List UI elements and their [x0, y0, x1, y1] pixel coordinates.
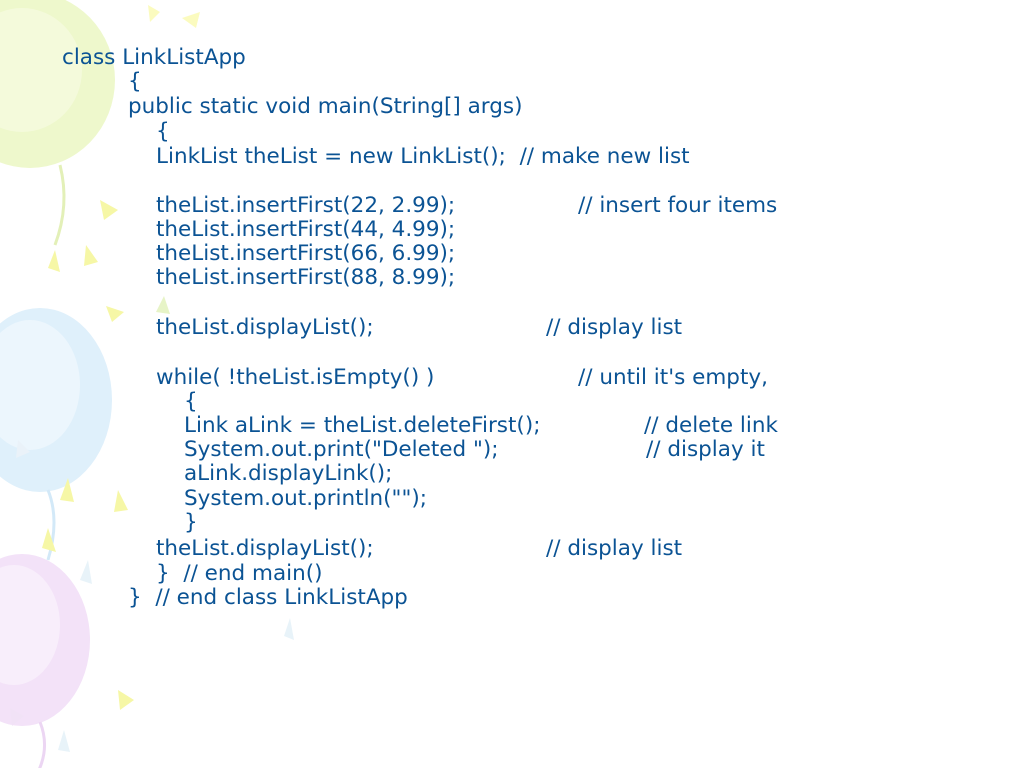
code-line: } — [184, 510, 198, 535]
code-line: { — [184, 389, 198, 414]
code-line: } // end class LinkListApp — [128, 585, 408, 610]
code-line: theList.insertFirst(66, 6.99); — [156, 241, 456, 266]
confetti-icon — [10, 5, 294, 752]
code-line: { — [128, 69, 142, 94]
code-comment: // display list — [546, 536, 683, 561]
code-line: LinkList theList = new LinkList(); // ma… — [156, 144, 690, 169]
code-line: theList.displayList(); — [156, 536, 374, 561]
code-line: System.out.println(""); — [184, 486, 427, 511]
code-line: Link aLink = theList.deleteFirst(); — [184, 413, 541, 438]
code-line: } // end main() — [156, 561, 323, 586]
code-line: class LinkListApp — [62, 45, 246, 70]
purple-balloon-icon — [0, 554, 90, 768]
code-line: { — [156, 119, 170, 144]
code-line: theList.insertFirst(22, 2.99); — [156, 193, 456, 218]
code-line: theList.insertFirst(44, 4.99); — [156, 217, 456, 242]
code-line: while( !theList.isEmpty() ) — [156, 365, 435, 390]
code-comment: // display list — [546, 315, 683, 340]
code-line: System.out.print("Deleted "); — [184, 437, 499, 462]
code-comment: // delete link — [644, 413, 778, 438]
code-comment: // until it's empty, — [578, 365, 768, 390]
code-line: theList.insertFirst(88, 8.99); — [156, 265, 456, 290]
code-line: public static void main(String[] args) — [128, 94, 523, 119]
code-line: theList.displayList(); — [156, 315, 374, 340]
code-comment: // insert four items — [578, 193, 778, 218]
code-comment: // display it — [646, 437, 765, 462]
code-line: aLink.displayLink(); — [184, 461, 393, 486]
blue-balloon-icon — [0, 308, 112, 561]
green-balloon-icon — [0, 0, 115, 246]
